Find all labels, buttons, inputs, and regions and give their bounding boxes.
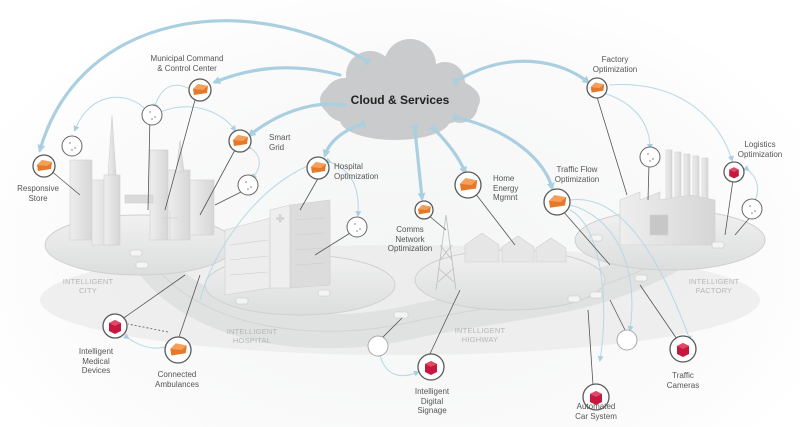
red-cube-icon bbox=[109, 320, 121, 334]
sensor-icon bbox=[346, 216, 368, 238]
orange-box-icon bbox=[193, 84, 208, 95]
red-cube-icon bbox=[677, 343, 689, 357]
orange-box-icon bbox=[459, 178, 478, 191]
arrow-cloud-home bbox=[428, 123, 467, 175]
label-traffic-flow: Traffic Flow Optimization bbox=[554, 165, 600, 184]
zone-label-highway: INTELLIGENT HIGHWAY bbox=[454, 326, 506, 344]
orange-box-icon bbox=[548, 195, 567, 208]
label-home-energy: Home Energy Mgmnt bbox=[493, 174, 519, 202]
label-automated-car: Automated Car System bbox=[575, 402, 617, 421]
device-rings bbox=[32, 77, 745, 411]
arrow-cloud-factory bbox=[451, 59, 591, 86]
hospital-building: ✚ bbox=[224, 199, 331, 296]
orange-box-icon bbox=[311, 162, 326, 173]
cloud-shape bbox=[320, 39, 480, 140]
label-comms-network: Comms Network Optimization bbox=[387, 225, 433, 253]
sensor-icon bbox=[639, 146, 661, 168]
arrow-cloud-municipal bbox=[212, 66, 342, 84]
cars bbox=[129, 234, 725, 319]
local-connections bbox=[73, 84, 758, 377]
label-logistics-optimization: Logistics Optimization bbox=[737, 140, 783, 159]
label-responsive-store: Responsive Store bbox=[17, 184, 59, 203]
red-cube-icon bbox=[425, 361, 437, 375]
label-connected-ambulances: Connected Ambulances bbox=[154, 370, 200, 389]
label-traffic-cameras: Traffic Cameras bbox=[666, 371, 700, 390]
zone-label-hospital: INTELLIGENT HOSPITAL bbox=[226, 327, 278, 345]
orange-box-icon bbox=[37, 160, 52, 171]
factory-building bbox=[619, 149, 716, 246]
comms-tower bbox=[435, 214, 457, 291]
label-municipal-command: Municipal Command & Control Center bbox=[150, 54, 224, 73]
label-digital-signage: Intelligent Digital Signage bbox=[414, 387, 450, 415]
leader-lines bbox=[49, 96, 753, 386]
orange-box-icon bbox=[233, 135, 248, 146]
red-cube-icon bbox=[590, 391, 602, 405]
orange-box-icons bbox=[37, 82, 605, 356]
label-factory-optimization: Factory Optimization bbox=[592, 55, 638, 74]
label-medical-devices: Intelligent Medical Devices bbox=[78, 347, 114, 375]
sensor-icon bbox=[367, 335, 389, 357]
sensor-icon bbox=[616, 329, 638, 351]
label-hospital-optimization: Hospital Optimization bbox=[334, 162, 379, 181]
orange-box-icon bbox=[418, 204, 431, 215]
red-cube-icons bbox=[109, 167, 739, 405]
cloud-services-title: Cloud & Services bbox=[350, 93, 450, 107]
orange-box-icon bbox=[590, 82, 605, 93]
sensor-icon bbox=[741, 198, 763, 220]
sensor-icon bbox=[237, 174, 259, 196]
cloud-connections bbox=[37, 19, 591, 201]
orange-box-icon bbox=[170, 343, 187, 356]
arrow-cloud-hospital bbox=[322, 119, 367, 158]
sensor-nodes bbox=[61, 104, 763, 357]
zone-label-city: INTELLIGENT CITY bbox=[62, 277, 114, 295]
arrow-cloud-comms bbox=[410, 124, 426, 201]
houses bbox=[464, 232, 567, 263]
arrow-cloud-store bbox=[37, 19, 372, 153]
sensor-icon bbox=[141, 104, 163, 126]
arrow-cloud-smartgrid bbox=[247, 102, 347, 137]
label-smart-grid: Smart Grid bbox=[269, 133, 291, 152]
zone-label-factory: INTELLIGENT FACTORY bbox=[688, 277, 740, 295]
svg-text:✚: ✚ bbox=[276, 214, 284, 225]
arrow-cloud-traffic bbox=[452, 112, 555, 191]
city-buildings bbox=[69, 114, 215, 246]
sensor-icon bbox=[61, 135, 83, 157]
